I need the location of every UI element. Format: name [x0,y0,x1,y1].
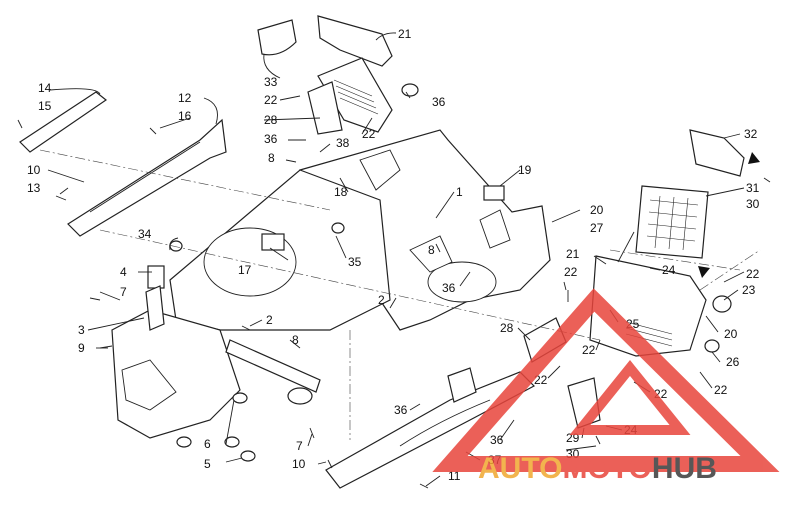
callout-15: 15 [38,99,52,113]
callout-33: 33 [264,75,278,89]
part-19-clip [483,185,505,201]
callout-17: 17 [238,263,252,277]
svg-text:AUTOMOTOHUB: AUTOMOTOHUB [478,452,717,485]
callout-1: 1 [456,185,463,199]
callout-34: 34 [138,227,152,241]
callout-36: 36 [490,433,504,447]
callout-7: 7 [296,439,303,453]
callout-3: 3 [78,323,85,337]
part-28-bracket [307,81,343,135]
callout-10: 10 [292,457,306,471]
callout-22: 22 [582,343,596,357]
watermark-triangle-icon [432,288,780,472]
callout-2: 2 [378,293,385,307]
callout-8: 8 [292,333,299,347]
callout-24: 24 [662,263,676,277]
callout-36: 36 [432,95,446,109]
callout-28: 28 [264,113,278,127]
part-21-bracket [317,15,393,67]
part-23-bushing [712,295,732,313]
callout-22: 22 [714,383,728,397]
part-3-post [145,285,165,331]
arrow-icon [748,152,760,164]
callout-36: 36 [394,403,408,417]
callout-36: 36 [264,132,278,146]
arrow-icon [698,266,710,278]
callout-32: 32 [744,127,758,141]
callout-22: 22 [746,267,760,281]
callout-19: 19 [518,163,532,177]
callout-2: 2 [266,313,273,327]
part-17-block [261,233,285,251]
callout-21: 21 [398,27,412,41]
callout-21: 21 [566,247,580,261]
watermark-word-auto: AUTO [478,452,562,485]
callout-7: 7 [120,285,127,299]
callout-22: 22 [264,93,278,107]
callout-4: 4 [120,265,127,279]
callout-26: 26 [726,355,740,369]
callout-16: 16 [178,109,192,123]
watermark-word-moto: MOTO [562,452,651,485]
part-drawings [17,15,771,489]
callout-13: 13 [27,181,41,195]
callout-14: 14 [38,81,52,95]
part-4-sleeve [147,265,165,289]
callout-11: 11 [448,469,461,483]
callout-22: 22 [362,127,376,141]
callout-30: 30 [746,197,760,211]
callout-27: 27 [590,221,604,235]
callout-23: 23 [742,283,756,297]
callout-12: 12 [178,91,192,105]
callout-35: 35 [348,255,362,269]
automotohub-watermark: AUTOMOTOHUB [432,288,780,485]
callout-38: 38 [336,136,350,150]
part-32-cover [689,129,745,177]
watermark-inner-triangle-icon [569,360,691,435]
callout-36: 36 [442,281,456,295]
part-33-strap [257,19,297,56]
callout-20: 20 [724,327,738,341]
part-26-bushing [704,339,720,353]
part-6-washer [232,392,248,404]
callout-5: 5 [204,457,211,471]
part-14-bumper [19,91,108,153]
callout-9: 9 [78,341,85,355]
callout-8: 8 [428,243,435,257]
part-31-grille [635,185,709,259]
callout-22: 22 [564,265,578,279]
callout-31: 31 [746,181,760,195]
callout-28: 28 [500,321,514,335]
part-12-crossbar [67,118,227,237]
assembly-axes [39,149,761,440]
callout-8: 8 [268,151,275,165]
callout-10: 10 [27,163,41,177]
callout-20: 20 [590,203,604,217]
part-5-washer [240,450,256,462]
watermark-word-hub: HUB [652,452,717,485]
callout-18: 18 [334,185,348,199]
steering-support [317,57,393,133]
part-2-tube [225,339,321,393]
callout-6: 6 [204,437,211,451]
